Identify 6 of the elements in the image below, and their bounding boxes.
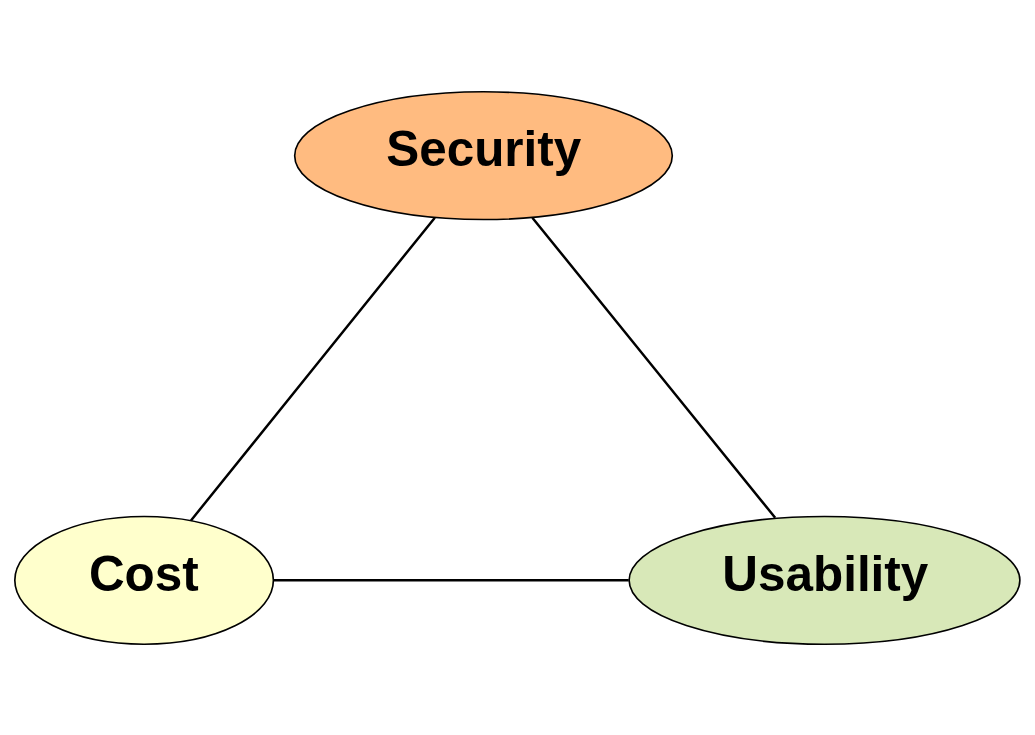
connector [273, 578, 629, 582]
node-ellipse: Cost [14, 515, 275, 645]
connector [531, 216, 777, 518]
node-ellipse: Security [293, 90, 674, 220]
connector [190, 216, 436, 521]
node-ellipse: Usability [628, 515, 1021, 645]
